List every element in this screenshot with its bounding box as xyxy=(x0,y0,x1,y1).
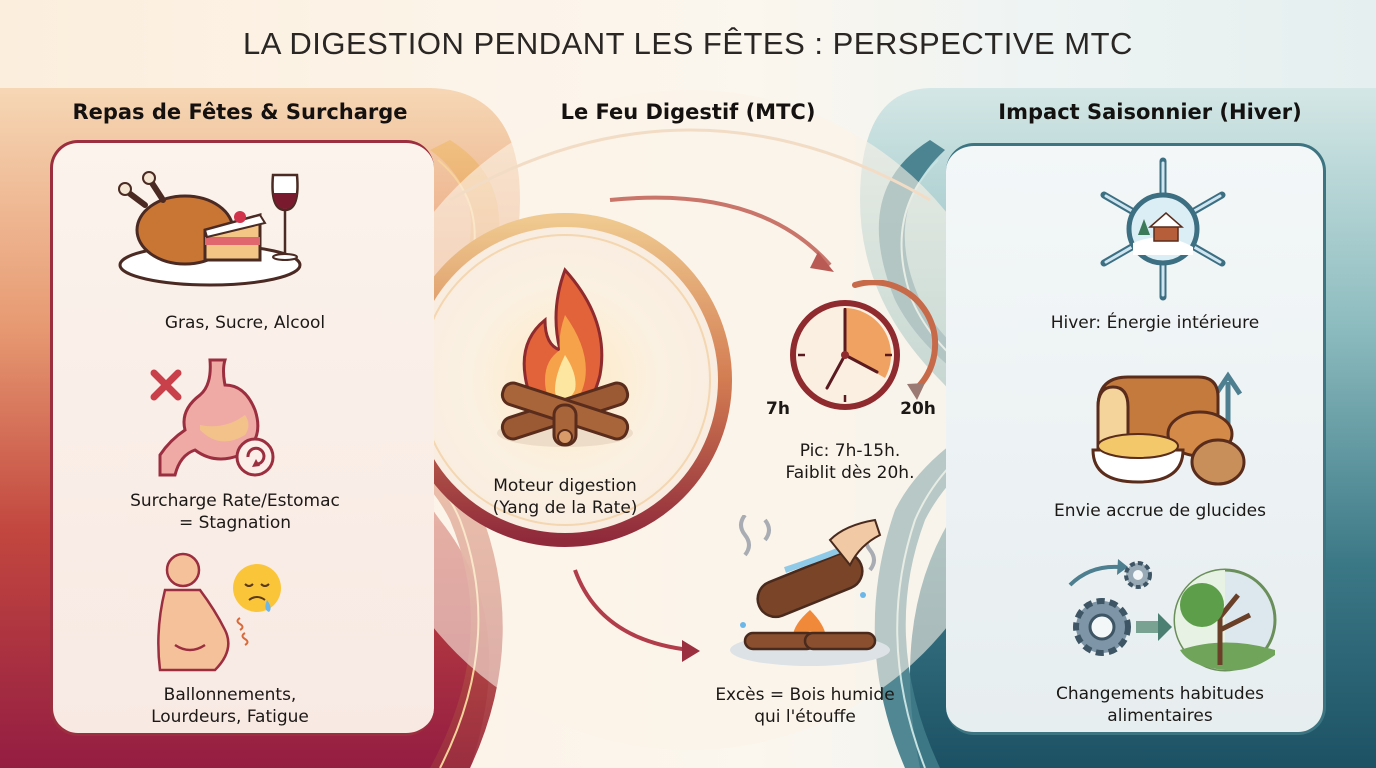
label-winter-energy: Hiver: Énergie intérieure xyxy=(1010,312,1300,334)
bloated-person-icon xyxy=(157,552,281,672)
label-line: Moteur digestion xyxy=(493,476,637,496)
label-line: qui l'étouffe xyxy=(754,707,856,727)
label-carb-craving: Envie accrue de glucides xyxy=(1010,500,1310,522)
clock-icon xyxy=(790,280,939,410)
label-fat-sugar-alcohol: Gras, Sucre, Alcool xyxy=(100,312,390,334)
festive-meal-icon xyxy=(118,171,302,287)
label-excess-wet-wood: Excès = Bois humide qui l'étouffe xyxy=(690,684,920,728)
label-line: Lourdeurs, Fatigue xyxy=(151,707,309,727)
label-bloating-fatigue: Ballonnements, Lourdeurs, Fatigue xyxy=(80,684,380,728)
right-column-title: Impact Saisonnier (Hiver) xyxy=(998,100,1302,124)
label-line: Envie accrue de glucides xyxy=(1053,501,1267,521)
label-overload-stagnation: Surcharge Rate/Estomac = Stagnation xyxy=(65,490,405,534)
clock-start-label: 7h xyxy=(766,399,790,419)
left-column-title: Repas de Fêtes & Surcharge xyxy=(72,100,408,124)
label-line: Surcharge Rate/Estomac xyxy=(130,491,340,511)
center-column-title: Le Feu Digestif (MTC) xyxy=(560,100,816,124)
campfire-icon xyxy=(497,267,633,447)
label-line: Gras, Sucre, Alcool xyxy=(164,313,326,333)
label-digestion-engine: Moteur digestion (Yang de la Rate) xyxy=(455,475,675,519)
label-line: Ballonnements, xyxy=(163,685,297,705)
carbohydrates-icon xyxy=(1091,371,1246,486)
label-line: Changements habitudes xyxy=(1055,684,1265,704)
label-peak-hours: Pic: 7h-15h. Faiblit dès 20h. xyxy=(750,440,950,484)
overloaded-stomach-icon xyxy=(150,358,275,477)
clock-end-label: 20h xyxy=(900,399,936,419)
label-line: Excès = Bois humide xyxy=(715,685,895,705)
label-line: (Yang de la Rate) xyxy=(492,498,638,518)
gears-seasons-icon xyxy=(1068,559,1277,672)
label-line: Hiver: Énergie intérieure xyxy=(1050,313,1260,333)
label-line: Faiblit dès 20h. xyxy=(785,463,915,483)
label-eating-habits-change: Changements habitudes alimentaires xyxy=(1010,683,1310,727)
snowflake-house-icon xyxy=(1100,157,1226,301)
wet-log-fire-icon xyxy=(730,515,890,666)
page-title: LA DIGESTION PENDANT LES FÊTES : PERSPEC… xyxy=(243,26,1133,61)
label-line: Pic: 7h-15h. xyxy=(799,441,901,461)
label-line: alimentaires xyxy=(1107,706,1213,726)
label-line: = Stagnation xyxy=(178,513,292,533)
